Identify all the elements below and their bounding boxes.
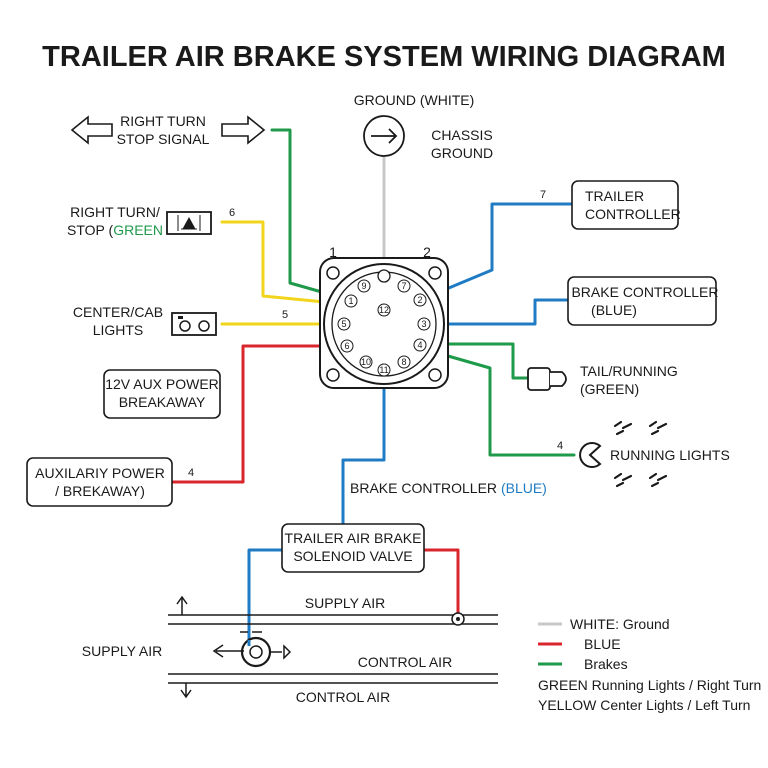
label-trailer: TRAILER <box>585 188 644 204</box>
wire-blue-brake-controller <box>423 298 570 326</box>
legend-item-blue: BLUE <box>538 636 621 652</box>
label-control-air-lower: CONTROL AIR <box>296 689 390 705</box>
wire-blue-solenoid <box>247 548 284 642</box>
pin-1: 1 <box>344 294 358 308</box>
wire-green-tail-running <box>418 342 530 380</box>
label-right-turn: RIGHT TURN <box>120 113 206 129</box>
connector-corner-2: 2 <box>423 244 431 260</box>
svg-text:5: 5 <box>341 319 346 329</box>
wire-number-7: 7 <box>540 189 546 201</box>
svg-text:12: 12 <box>379 305 389 315</box>
label-breakaway: BREAKAWAY <box>119 394 206 410</box>
pin-2: 2 <box>413 293 427 307</box>
label-solenoid-valve: SOLENOID VALVE <box>293 548 412 564</box>
stop-lamp-icon <box>166 211 212 235</box>
chassis-ground-icon <box>363 115 405 157</box>
label-stop-signal: STOP SIGNAL <box>117 131 210 147</box>
label-supply-air-line: SUPPLY AIR <box>305 595 385 611</box>
auxiliary-power-box <box>26 457 173 507</box>
label-auxiliary-power: AUXILARIY POWER <box>35 465 165 481</box>
svg-text:1: 1 <box>348 296 353 306</box>
legend-item-white: WHITE: Ground <box>538 616 670 632</box>
tail-light-icon <box>527 367 567 391</box>
label-right-turn-slash: RIGHT TURN/ <box>70 204 160 220</box>
svg-text:6: 6 <box>344 341 349 351</box>
air-lines <box>168 595 498 699</box>
svg-text:8: 8 <box>401 357 406 367</box>
pin-11: 11 <box>377 363 391 377</box>
svg-text:11: 11 <box>379 365 388 375</box>
wire-number-5: 5 <box>282 309 288 321</box>
wire-number-4-right: 4 <box>557 440 563 452</box>
pin-7: 7 <box>397 279 411 293</box>
label-chassis: CHASSIS <box>431 127 492 143</box>
label-stop-green: STOP (GREEN <box>67 222 163 238</box>
pin-3: 3 <box>417 317 431 331</box>
label-controller: CONTROLLER <box>585 206 681 222</box>
brake-controller-box <box>567 276 717 326</box>
pin-6: 6 <box>340 339 354 353</box>
svg-text:4: 4 <box>417 340 422 350</box>
label-tail-running: TAIL/RUNNING <box>580 363 678 379</box>
solenoid-valve-box <box>281 523 425 573</box>
wire-red-aux-power <box>170 344 345 484</box>
label-trailer-air-brake: TRAILER AIR BRAKE <box>285 530 422 546</box>
svg-text:7: 7 <box>401 281 406 291</box>
label-center-cab: CENTER/CAB <box>73 304 163 320</box>
label-brekaway: / BREKAWAY) <box>55 483 145 499</box>
trailer-controller-box <box>571 180 679 230</box>
air-valve-icon <box>212 631 292 668</box>
svg-text:3: 3 <box>421 319 426 329</box>
pin-4: 4 <box>413 338 427 352</box>
running-light-icon <box>579 442 602 468</box>
label-supply-air-side: SUPPLY AIR <box>82 643 162 659</box>
wire-number-4-left: 4 <box>188 467 194 479</box>
pin-9: 9 <box>357 279 371 293</box>
label-running-lights: RUNNING LIGHTS <box>610 447 730 463</box>
legend: WHITE: Ground BLUE Brakes GREEN Running … <box>538 616 761 713</box>
pin-8: 8 <box>397 355 411 369</box>
label-control-air-upper: CONTROL AIR <box>358 654 452 670</box>
running-lights-markers-icon <box>613 420 668 488</box>
page-title: TRAILER AIR BRAKE SYSTEM WIRING DIAGRAM <box>42 41 726 73</box>
pin-10: 10 <box>359 355 373 369</box>
wire-yellow-6 <box>220 220 347 306</box>
wire-green-running-lights <box>418 346 576 457</box>
wire-number-6: 6 <box>229 207 235 219</box>
pin-12: 12 <box>377 303 391 317</box>
right-arrow-icon <box>221 115 266 145</box>
cab-lights-icon <box>171 312 217 336</box>
wire-blue-brake-down <box>341 368 386 527</box>
label-ground: GROUND <box>431 145 493 161</box>
svg-text:BLUE: BLUE <box>584 636 621 652</box>
legend-item-brakes: Brakes <box>538 656 628 672</box>
label-12v-aux-power: 12V AUX POWER <box>105 376 219 392</box>
trailer-connector <box>319 257 449 389</box>
legend-note-green: GREEN Running Lights / Right Turn <box>538 677 761 693</box>
svg-text:WHITE: Ground: WHITE: Ground <box>570 616 670 632</box>
left-arrow-icon <box>70 115 113 145</box>
label-brake-controller-blue: BRAKE CONTROLLER (BLUE) <box>350 480 547 496</box>
wire-red-solenoid <box>422 548 460 616</box>
pin-5: 5 <box>337 317 351 331</box>
label-tail-green: (GREEN) <box>580 381 639 397</box>
svg-text:2: 2 <box>417 295 422 305</box>
aux-power-breakaway-box <box>103 369 221 419</box>
legend-note-yellow: YELLOW Center Lights / Left Turn <box>538 697 750 713</box>
label-blue-paren: (BLUE) <box>591 302 637 318</box>
wire-blue-7 <box>418 202 574 302</box>
label-ground-white: GROUND (WHITE) <box>354 92 475 108</box>
connector-corner-1: 1 <box>329 244 337 260</box>
svg-text:10: 10 <box>361 357 371 367</box>
label-brake-controller: BRAKE CONTROLLER <box>571 284 718 300</box>
svg-text:Brakes: Brakes <box>584 656 628 672</box>
svg-text:9: 9 <box>361 281 366 291</box>
label-lights: LIGHTS <box>93 322 144 338</box>
